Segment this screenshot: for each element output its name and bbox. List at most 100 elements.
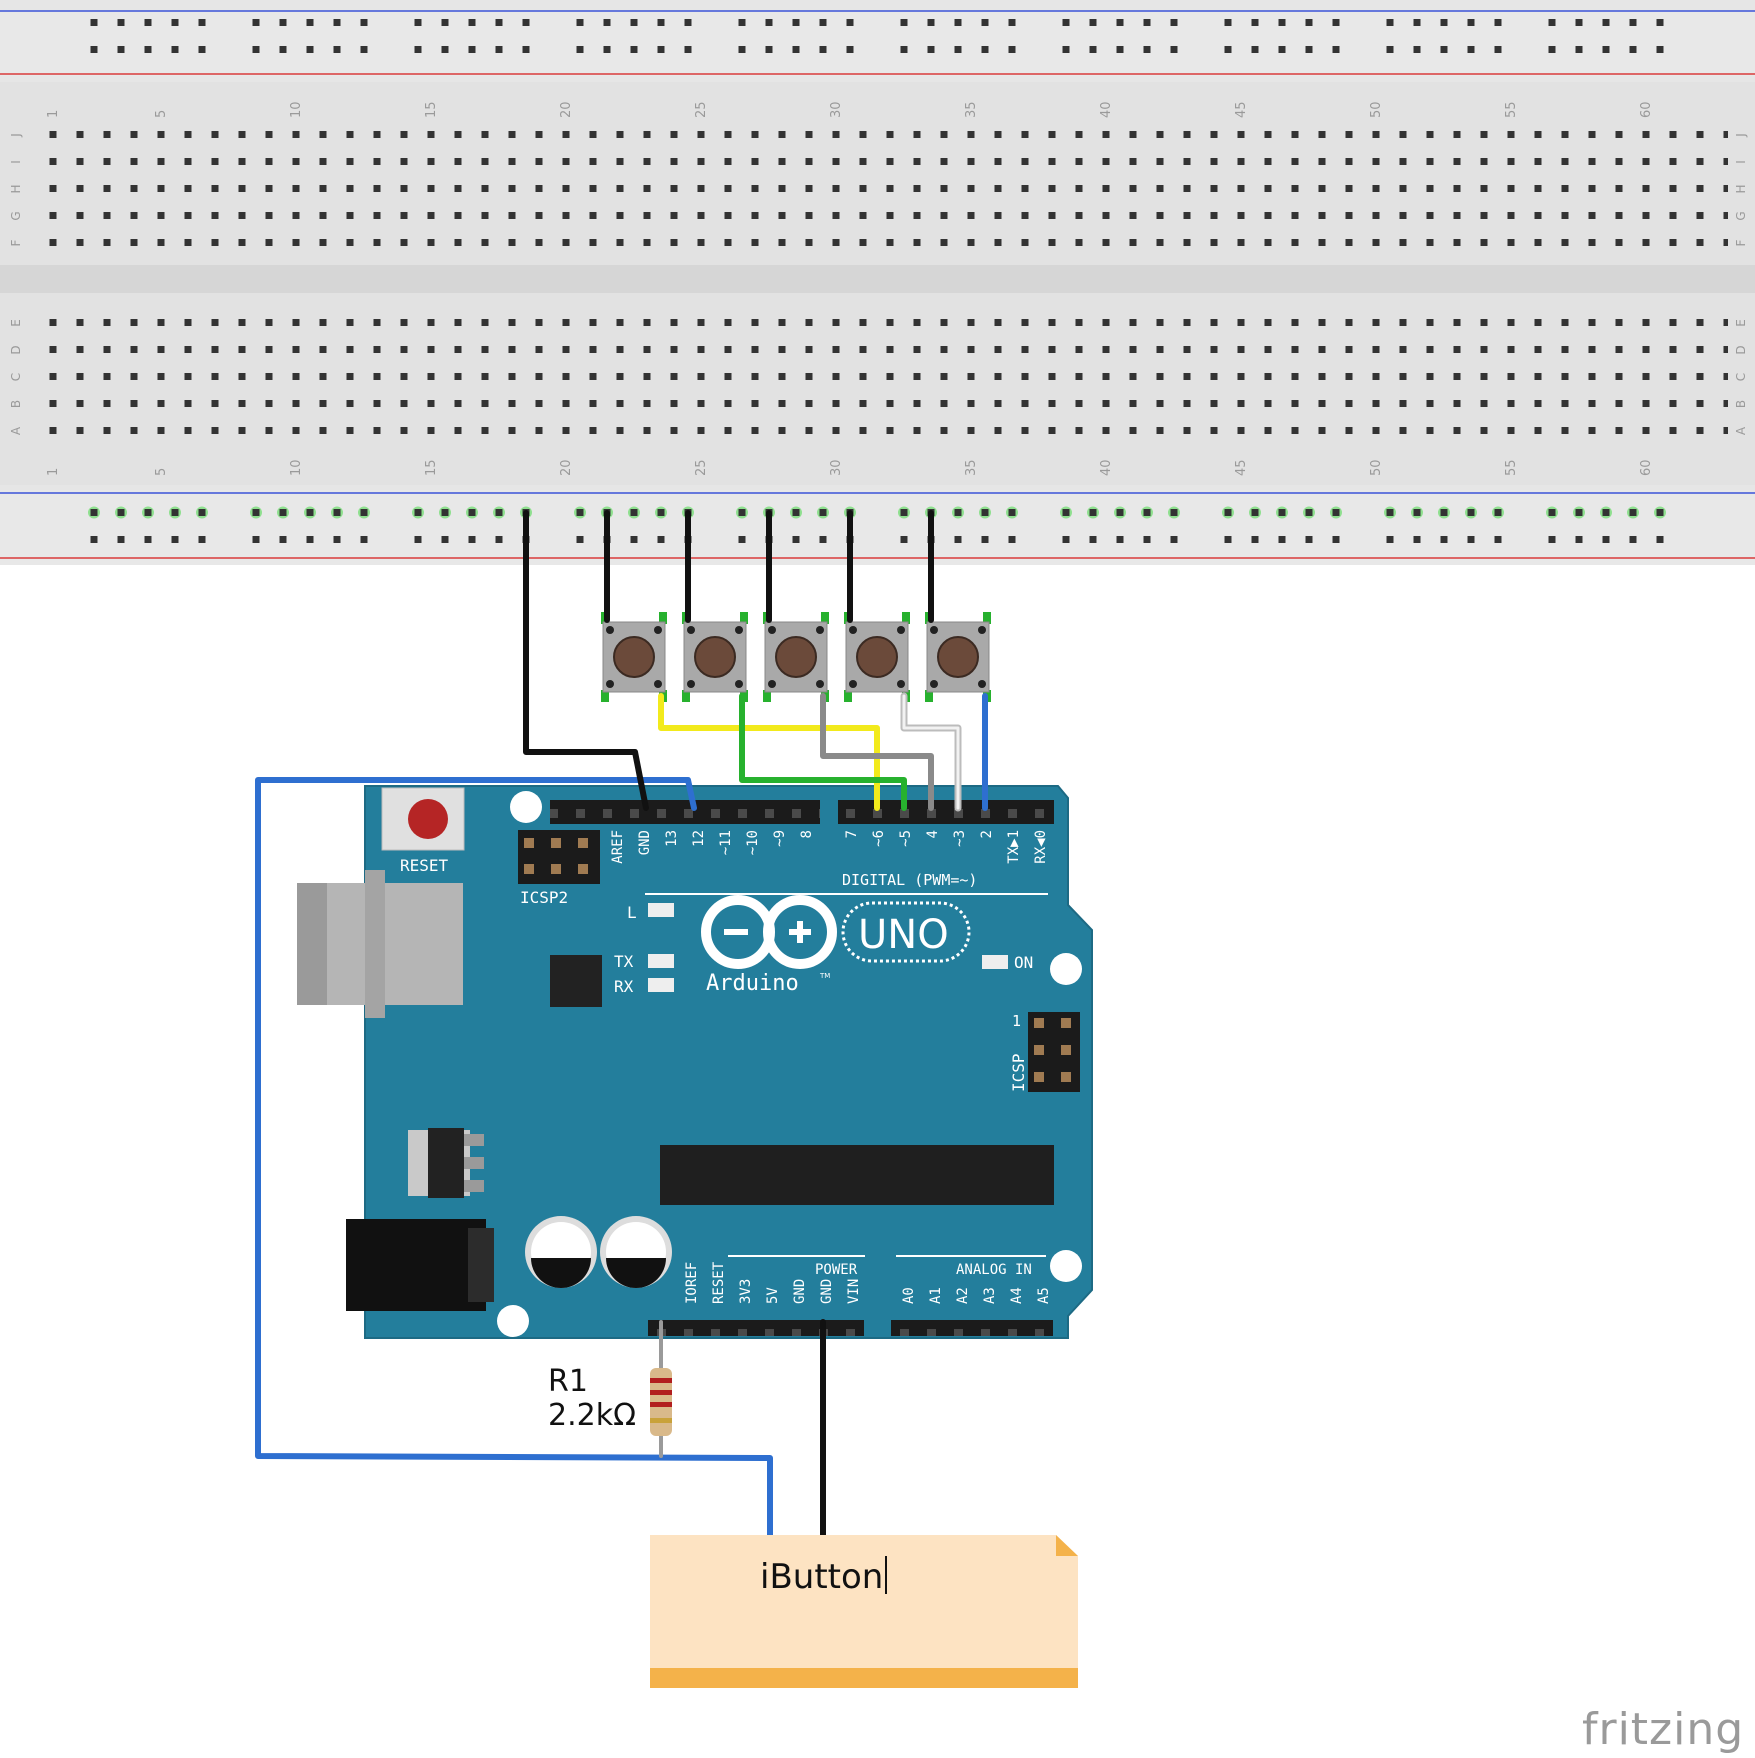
- pin-label: RX◀0: [1033, 830, 1049, 864]
- analog-label: ANALOG IN: [956, 1262, 1032, 1278]
- tactile-push-button[interactable]: [601, 612, 667, 702]
- pin-label: A3: [982, 1287, 998, 1304]
- pin-label: IOREF: [684, 1262, 700, 1304]
- row-letter: D: [1734, 345, 1748, 354]
- digital-header-left: [550, 796, 820, 824]
- led-l: [648, 903, 674, 917]
- icsp-header: [1028, 1012, 1080, 1092]
- uno-badge: [841, 901, 971, 963]
- terminal-holes: [40, 0, 1728, 460]
- uno-text: UNO: [858, 912, 949, 958]
- icsp2-label: ICSP2: [520, 888, 568, 907]
- column-number-top: 1: [46, 110, 61, 118]
- column-number-top: 30: [829, 101, 844, 118]
- push-buttons: [601, 612, 991, 702]
- column-number-top: 15: [424, 101, 439, 118]
- resistor-r1: [650, 1368, 672, 1436]
- pin-label: GND: [819, 1279, 835, 1304]
- led-rx-label: RX: [614, 977, 634, 996]
- icsp2-header: [518, 830, 600, 884]
- on-label: ON: [1014, 953, 1033, 972]
- row-letter: E: [9, 319, 23, 327]
- pin-label: A2: [955, 1287, 971, 1304]
- column-number-top: 40: [1099, 101, 1114, 118]
- column-number-bottom: 1: [46, 468, 61, 476]
- row-letter: C: [9, 373, 23, 381]
- tactile-push-button[interactable]: [682, 612, 748, 702]
- wire-white-inner: [902, 694, 960, 810]
- pin-label: A1: [928, 1287, 944, 1304]
- wire-blue-pin12-to-ibutton: [255, 777, 773, 1538]
- pin-label: TX▶1: [1006, 830, 1022, 864]
- pin-label: GND: [637, 830, 653, 855]
- ibutton-note-text[interactable]: iButton: [760, 1556, 888, 1597]
- digital-header-right: [838, 796, 1054, 824]
- led-rx: [648, 978, 674, 992]
- column-number-bottom: 60: [1639, 459, 1654, 476]
- usb-chip: [550, 955, 602, 1007]
- row-letter: J: [9, 133, 23, 138]
- wire-green-button2-to-pin5: [739, 693, 907, 811]
- ibutton-text: iButton: [760, 1557, 884, 1597]
- wire-yellow-button1-to-pin6: [658, 693, 880, 811]
- capacitor-1: [525, 1216, 597, 1288]
- row-letter: F: [9, 239, 23, 246]
- wires: [255, 510, 988, 1538]
- led-l-label: L: [627, 903, 637, 922]
- led-tx: [648, 954, 674, 968]
- brand-text: Arduino: [706, 971, 799, 996]
- column-number-top: 25: [694, 101, 709, 118]
- analog-header: [891, 1308, 1053, 1336]
- reset-button[interactable]: [381, 787, 465, 851]
- voltage-regulator: [408, 1128, 484, 1198]
- pin-label: ~10: [745, 830, 761, 855]
- tactile-push-button[interactable]: [925, 612, 991, 702]
- icsp-pin1-label: 1: [1012, 1012, 1021, 1030]
- power-jack: [346, 1219, 494, 1311]
- power-label: POWER: [815, 1262, 858, 1278]
- column-number-bottom: 40: [1099, 459, 1114, 476]
- row-letter: I: [9, 160, 23, 164]
- pin-label: 12: [691, 830, 707, 847]
- row-letter: G: [9, 211, 23, 220]
- led-tx-label: TX: [614, 952, 634, 971]
- column-number-bottom: 25: [694, 459, 709, 476]
- analog-pin-labels: A0 A1 A2 A3 A4 A5: [901, 1287, 1052, 1304]
- pin-label: GND: [792, 1279, 808, 1304]
- pin-label: RESET: [711, 1261, 727, 1304]
- tactile-push-button[interactable]: [763, 612, 829, 702]
- tactile-push-button[interactable]: [844, 612, 910, 702]
- column-number-bottom: 35: [964, 459, 979, 476]
- row-letter: C: [1734, 373, 1748, 381]
- column-number-top: 60: [1639, 101, 1654, 118]
- row-letter: I: [1734, 160, 1748, 164]
- brand-tm: TM: [819, 972, 830, 980]
- row-letter: H: [1734, 184, 1748, 193]
- row-letter: B: [1734, 400, 1748, 408]
- row-letter: A: [1734, 426, 1748, 435]
- resistor-reference: R1: [548, 1364, 588, 1399]
- text-caret: [885, 1556, 888, 1594]
- pin-label: A4: [1009, 1287, 1025, 1304]
- pin-label: 5V: [765, 1287, 781, 1304]
- pin-label: ~6: [871, 830, 887, 847]
- column-number-top: 10: [289, 101, 304, 118]
- column-number-top: 45: [1234, 101, 1249, 118]
- arduino-infinity-logo: [701, 895, 837, 969]
- pin-label: VIN: [846, 1279, 862, 1304]
- pin-label: ~9: [772, 830, 788, 847]
- ibutton-note: [650, 1535, 1078, 1688]
- column-number-top: 55: [1504, 101, 1519, 118]
- pin-label: 3V3: [738, 1279, 754, 1304]
- column-number-bottom: 45: [1234, 459, 1249, 476]
- column-number-top: 50: [1369, 101, 1384, 118]
- column-number-top: 35: [964, 101, 979, 118]
- pin-label: 13: [664, 830, 680, 847]
- pin-label: A5: [1036, 1287, 1052, 1304]
- column-number-bottom: 10: [289, 459, 304, 476]
- pin-label: A0: [901, 1287, 917, 1304]
- column-number-bottom: 30: [829, 459, 844, 476]
